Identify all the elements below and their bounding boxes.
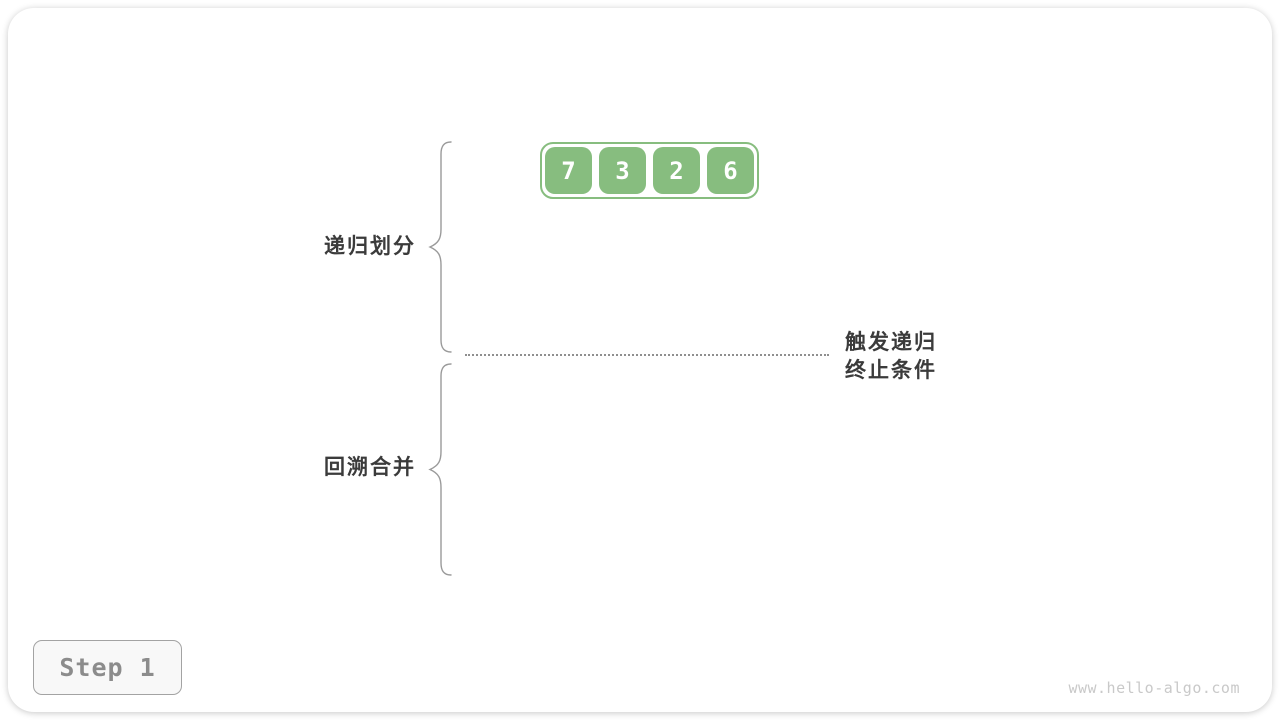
annotation-line-2: 终止条件	[845, 359, 937, 382]
array-container: 7 3 2 6	[540, 142, 759, 199]
watermark: www.hello-algo.com	[1068, 679, 1240, 697]
array-cell: 6	[707, 147, 754, 194]
array-cell: 3	[599, 147, 646, 194]
annotation-termination: 触发递归 终止条件	[845, 329, 937, 385]
label-backtrack-merge: 回溯合并	[324, 456, 416, 479]
array-cell: 2	[653, 147, 700, 194]
annotation-line-1: 触发递归	[845, 331, 937, 354]
step-badge: Step 1	[33, 640, 182, 695]
brace-backtrack-merge	[428, 363, 452, 576]
termination-dotted-line	[465, 354, 829, 356]
label-recursive-partition: 递归划分	[324, 235, 416, 258]
diagram-card: 7 3 2 6 递归划分 回溯合并 触发递归 终止条件 Step 1 www.h…	[8, 8, 1272, 712]
brace-recursive-partition	[428, 141, 452, 353]
array-cell: 7	[545, 147, 592, 194]
